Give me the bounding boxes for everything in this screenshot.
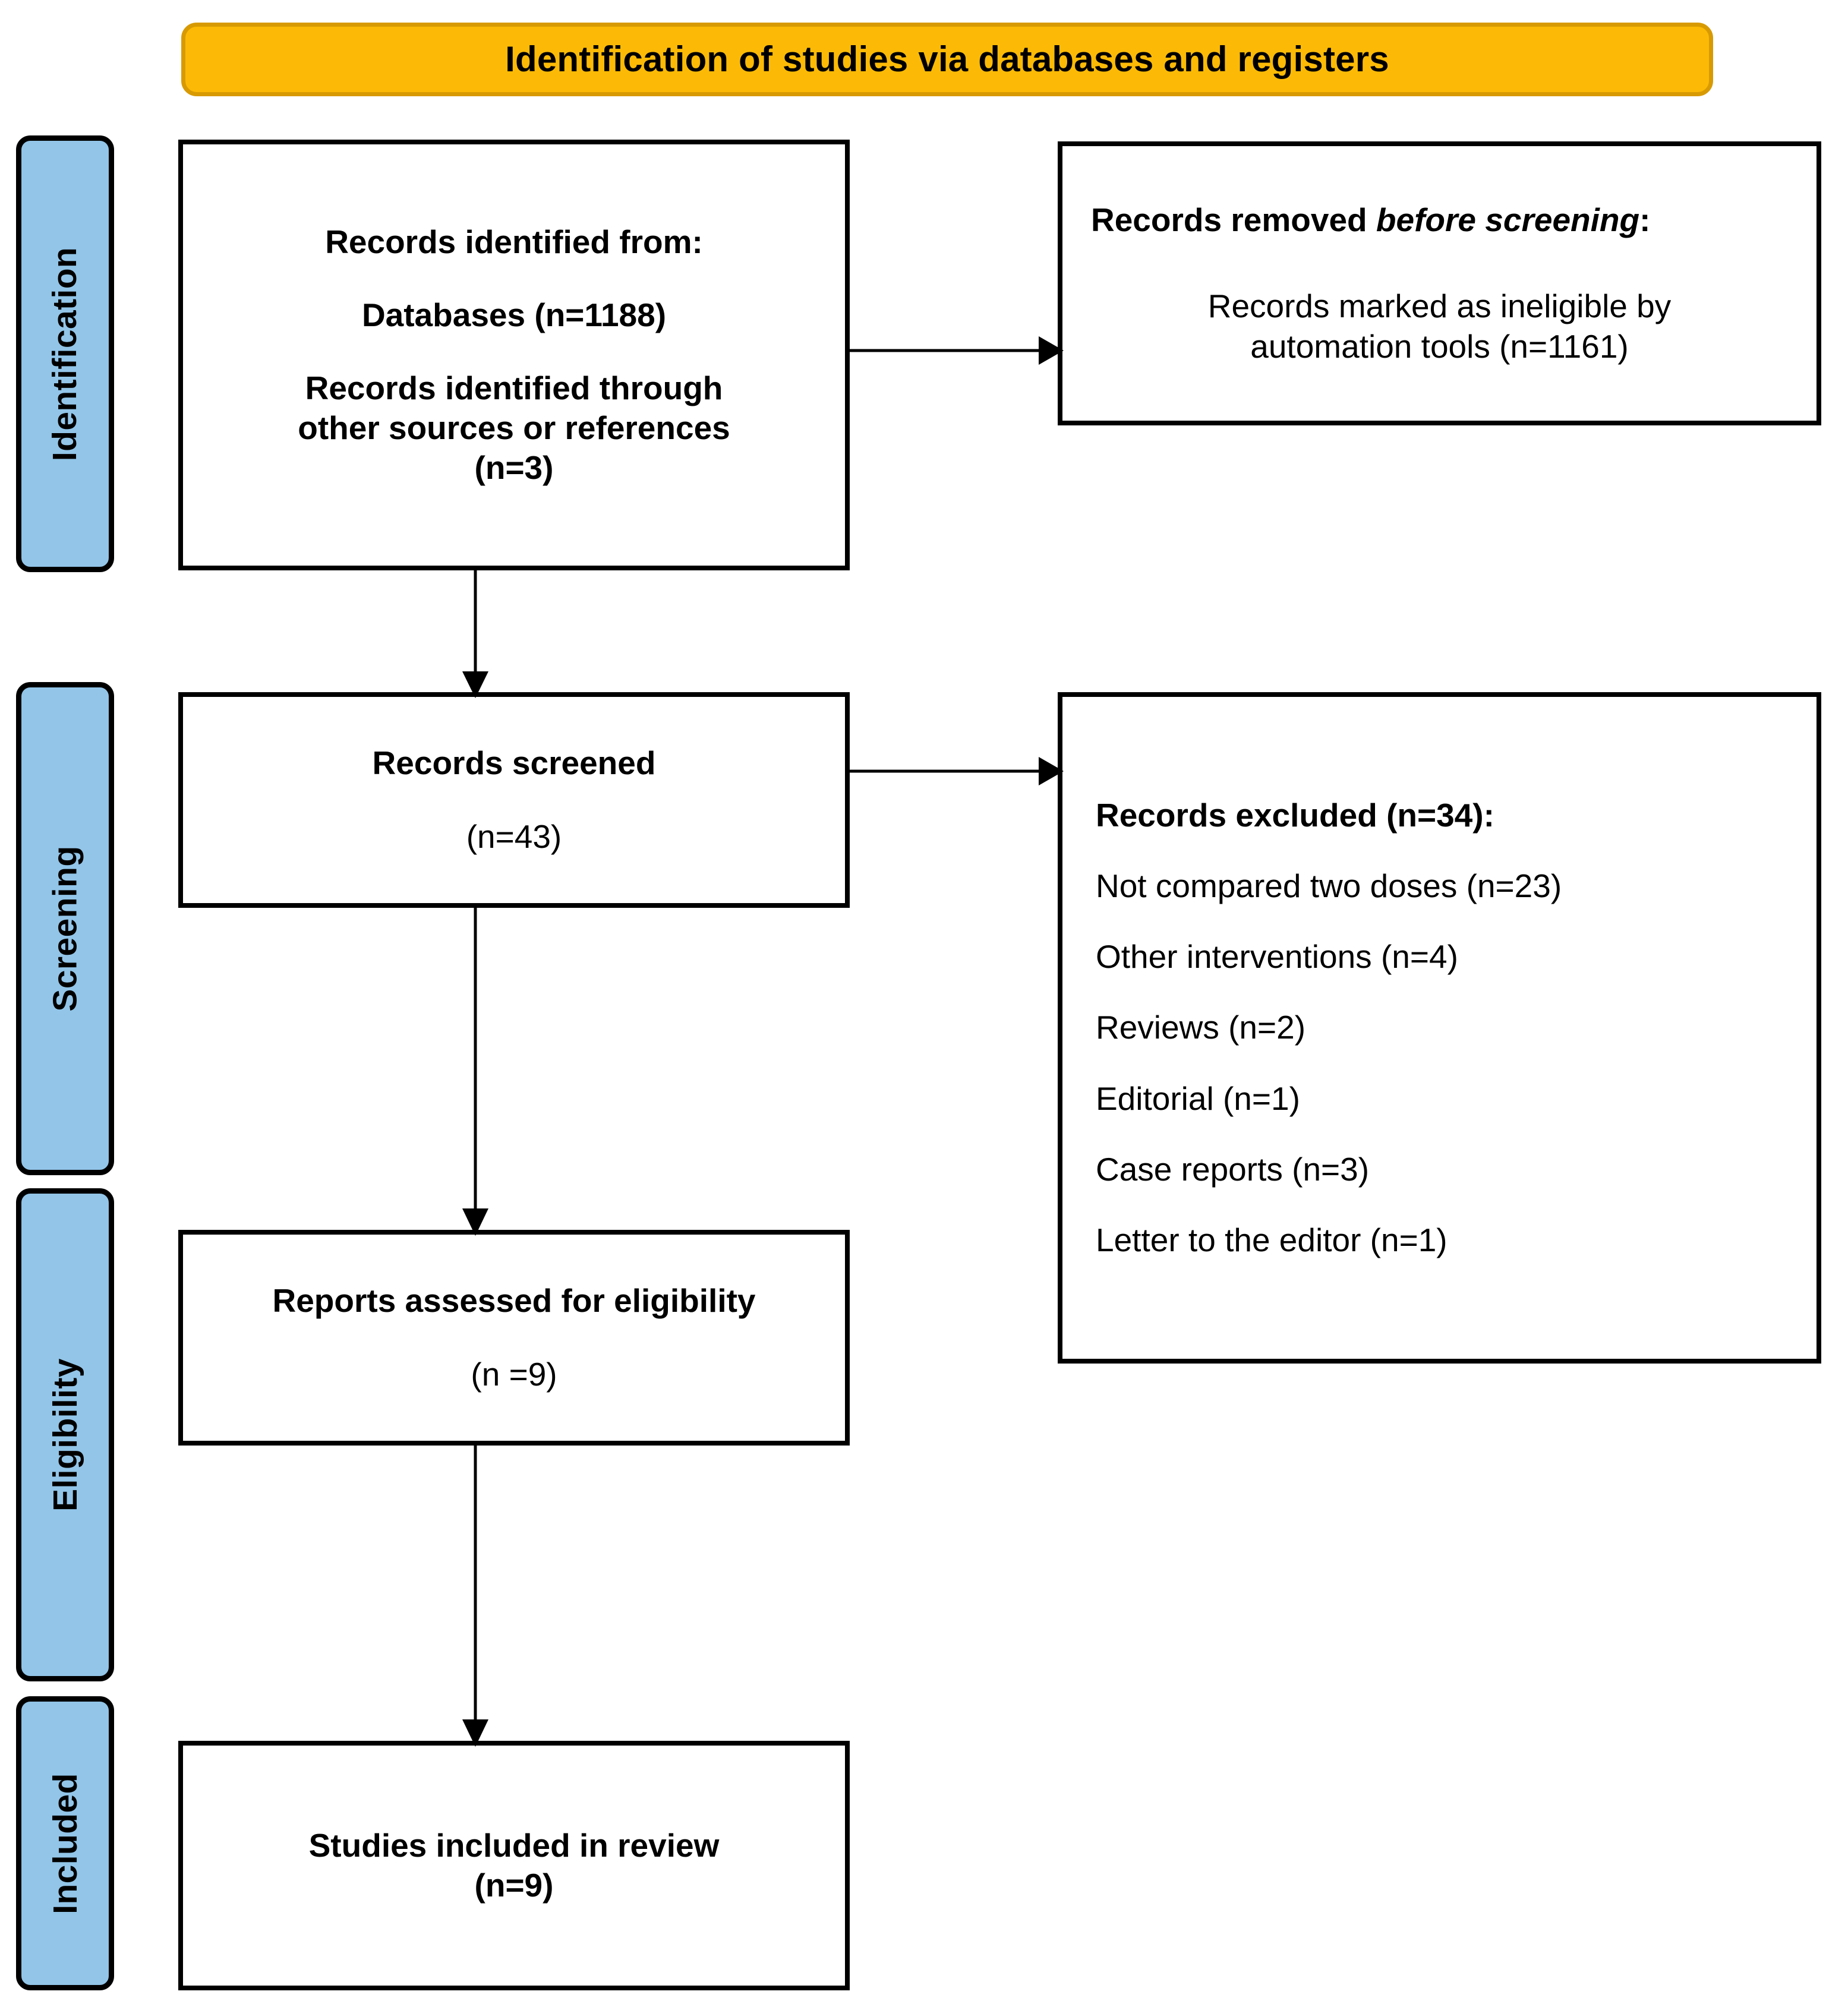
- stage-tab-identification-label: Identification: [46, 247, 84, 461]
- records-screened-count: (n=43): [466, 818, 562, 855]
- records-excluded-heading: Records excluded (n=34):: [1096, 797, 1494, 834]
- records-removed-body-2: automation tools (n=1161): [1250, 327, 1629, 365]
- records-identified-heading: Records identified from:: [325, 223, 703, 260]
- records-removed-heading-emphasis: before screening: [1376, 201, 1640, 239]
- arrow-identified-to-removed-icon: [850, 333, 1064, 368]
- box-reports-assessed: Reports assessed for eligibility (n =9): [178, 1230, 850, 1446]
- reports-assessed-count: (n =9): [471, 1355, 557, 1393]
- studies-included-count: (n=9): [474, 1867, 554, 1904]
- arrow-assessed-to-included-icon: [458, 1446, 493, 1747]
- stage-tab-included-label: Included: [46, 1772, 84, 1914]
- records-removed-heading: Records removed before screening:: [1091, 200, 1788, 240]
- diagram-title: Identification of studies via databases …: [505, 39, 1389, 79]
- records-removed-heading-prefix: Records removed: [1091, 201, 1376, 239]
- stage-tab-eligibility: Eligibility: [16, 1188, 114, 1681]
- diagram-header-banner: Identification of studies via databases …: [181, 23, 1713, 96]
- records-removed-body-1: Records marked as ineligible by: [1207, 288, 1672, 325]
- reports-assessed-heading: Reports assessed for eligibility: [272, 1282, 756, 1320]
- records-excluded-item: Editorial (n=1): [1096, 1080, 1300, 1117]
- box-records-excluded: Records excluded (n=34): Not compared tw…: [1058, 692, 1821, 1364]
- stage-tab-screening: Screening: [16, 682, 114, 1175]
- records-identified-other-2: other sources or references: [298, 409, 730, 447]
- records-identified-other-1: Records identified through: [305, 369, 723, 406]
- records-excluded-item: Reviews (n=2): [1096, 1009, 1306, 1046]
- studies-included-heading: Studies included in review: [308, 1826, 720, 1864]
- stage-tab-eligibility-label: Eligibility: [46, 1358, 84, 1511]
- stage-tab-screening-label: Screening: [46, 845, 84, 1012]
- box-records-screened: Records screened (n=43): [178, 692, 850, 908]
- stage-tab-included: Included: [16, 1696, 114, 1990]
- records-removed-heading-suffix: :: [1639, 201, 1651, 239]
- arrow-screened-to-assessed-icon: [458, 908, 493, 1236]
- records-excluded-item: Letter to the editor (n=1): [1096, 1221, 1448, 1258]
- arrow-screened-to-excluded-icon: [850, 753, 1064, 789]
- records-identified-databases: Databases (n=1188): [361, 296, 667, 333]
- stage-tab-identification: Identification: [16, 135, 114, 572]
- records-screened-heading: Records screened: [372, 744, 656, 782]
- box-records-identified: Records identified from: Databases (n=11…: [178, 140, 850, 570]
- box-records-removed: Records removed before screening: Record…: [1058, 141, 1821, 425]
- records-excluded-item: Other interventions (n=4): [1096, 938, 1458, 976]
- records-excluded-item: Not compared two doses (n=23): [1096, 867, 1562, 905]
- box-studies-included: Studies included in review (n=9): [178, 1741, 850, 1990]
- records-identified-other-count: (n=3): [474, 449, 554, 487]
- arrow-identified-to-screened-icon: [458, 570, 493, 698]
- records-excluded-item: Case reports (n=3): [1096, 1150, 1370, 1188]
